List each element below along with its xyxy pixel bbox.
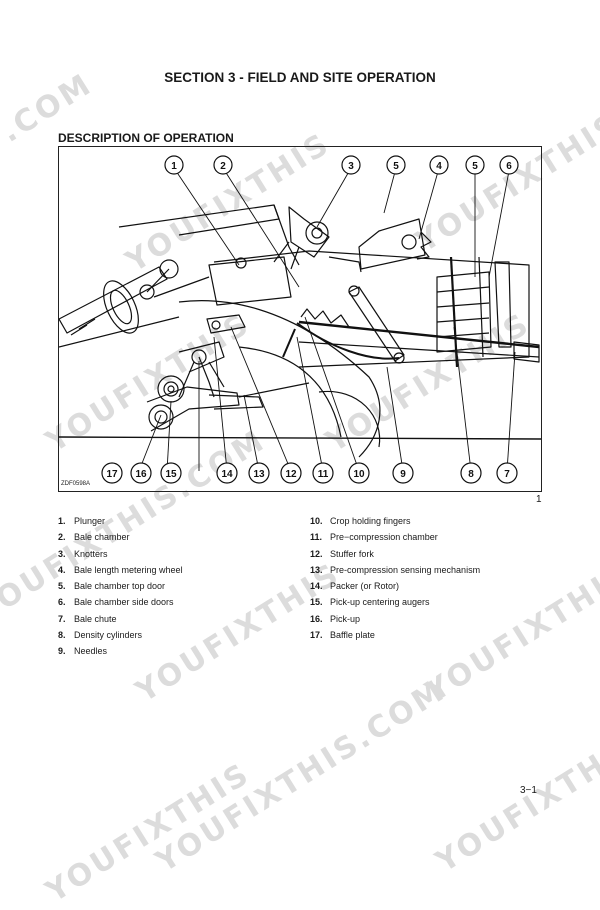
page-number: 3−1 (520, 785, 537, 796)
legend-item: 16.Pick-up (310, 613, 361, 624)
callout-9: 9 (392, 462, 414, 484)
baler-illustration: 1 2 3 5 4 5 6 17 16 15 14 13 12 11 10 9 … (59, 155, 541, 484)
legend-item: 3.Knotters (58, 548, 108, 559)
callout-8: 8 (460, 462, 482, 484)
legend-item: 13.Pre-compression sensing mechanism (310, 564, 481, 575)
svg-text:4: 4 (436, 161, 442, 172)
svg-text:12: 12 (285, 469, 297, 480)
legend-item: 7.Bale chute (58, 613, 117, 624)
svg-text:7: 7 (504, 469, 510, 480)
svg-text:14: 14 (221, 469, 233, 480)
watermark: YOUFIXTHIS.COM (430, 672, 600, 880)
callout-1: 1 (164, 155, 184, 175)
legend-item: 5.Bale chamber top door (58, 581, 166, 592)
legend-item: 15.Pick-up centering augers (310, 597, 430, 608)
callout-13: 13 (248, 462, 270, 484)
legend-item: 2.Bale chamber (58, 532, 130, 543)
svg-text:3: 3 (348, 161, 354, 172)
svg-text:13: 13 (253, 469, 265, 480)
figure-number: 1 (536, 494, 542, 505)
callout-11: 11 (312, 462, 334, 484)
svg-text:11: 11 (318, 469, 329, 480)
callout-10: 10 (348, 462, 370, 484)
svg-text:17: 17 (106, 469, 118, 480)
callout-7: 7 (496, 462, 518, 484)
svg-text:15: 15 (165, 469, 177, 480)
callout-15: 15 (160, 462, 182, 484)
legend-item: 9.Needles (58, 646, 108, 657)
svg-text:16: 16 (135, 469, 147, 480)
subtitle: DESCRIPTION OF OPERATION (58, 131, 234, 145)
svg-text:8: 8 (468, 469, 474, 480)
svg-text:1: 1 (171, 161, 177, 172)
callout-16: 16 (130, 462, 152, 484)
callout-5a: 5 (386, 155, 406, 175)
callout-4: 4 (429, 155, 449, 175)
callout-6: 6 (499, 155, 519, 175)
legend-item: 12.Stuffer fork (310, 548, 374, 559)
legend-item: 4.Bale length metering wheel (58, 564, 183, 575)
legend-item: 1.Plunger (58, 516, 106, 526)
baler-diagram: 1 2 3 5 4 5 6 17 16 15 14 13 12 11 10 9 … (58, 146, 542, 492)
legend-right: 10.Crop holding fingers 11.Pre−compressi… (310, 516, 480, 646)
legend-item: 17.Baffle plate (310, 630, 375, 641)
legend-item: 6.Bale chamber side doors (58, 597, 174, 608)
svg-text:10: 10 (353, 469, 365, 480)
svg-text:5: 5 (393, 161, 399, 172)
callout-17: 17 (101, 462, 123, 484)
svg-text:2: 2 (220, 161, 226, 172)
callout-12: 12 (280, 462, 302, 484)
callout-5b: 5 (465, 155, 485, 175)
legend-item: 8.Density cylinders (58, 630, 143, 641)
svg-text:5: 5 (472, 161, 478, 172)
callout-14: 14 (216, 462, 238, 484)
figure-code: ZDF0598A (61, 481, 91, 487)
legend-left: 1.Plunger 2.Bale chamber 3.Knotters 4.Ba… (58, 516, 183, 663)
callout-3: 3 (341, 155, 361, 175)
svg-text:9: 9 (400, 469, 406, 480)
watermark: YOUFIXTHIS (40, 756, 257, 910)
legend-item: 14.Packer (or Rotor) (310, 581, 400, 592)
callout-2: 2 (213, 155, 233, 175)
section-title: SECTION 3 - FIELD AND SITE OPERATION (164, 70, 436, 85)
legend-item: 10.Crop holding fingers (310, 516, 411, 526)
svg-text:6: 6 (506, 161, 512, 172)
legend-item: 11.Pre−compression chamber (310, 532, 438, 543)
watermark: YOUFIXTHIS.COM (150, 672, 453, 880)
